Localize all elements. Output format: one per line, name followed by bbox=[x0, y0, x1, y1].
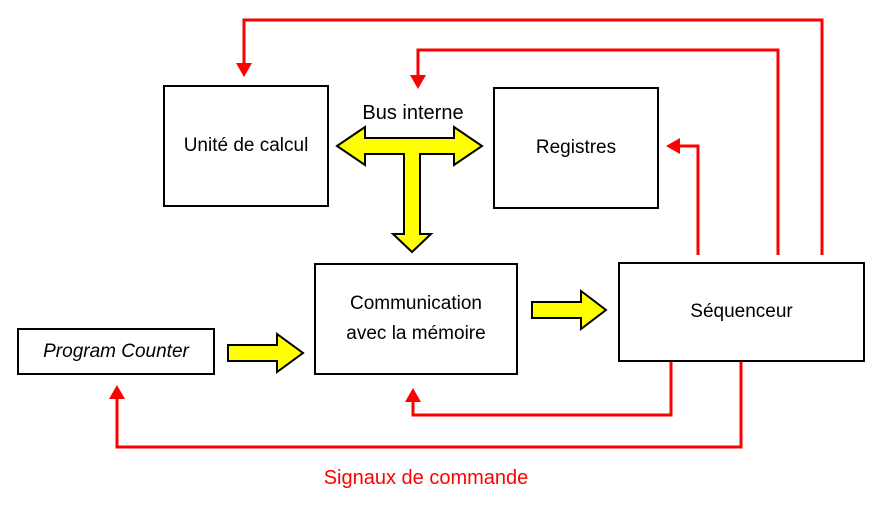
arrowhead-up-program-counter-icon bbox=[109, 385, 125, 399]
arrowhead-up-communication-icon bbox=[405, 388, 421, 402]
registres-label: Registres bbox=[535, 137, 617, 159]
program-counter-box: Program Counter bbox=[17, 328, 215, 375]
communication-box: Communication avec la mémoire bbox=[314, 263, 518, 375]
bus-arrows bbox=[227, 125, 608, 374]
unite-de-calcul-label: Unité de calcul bbox=[183, 135, 309, 157]
control-signal-arrowheads bbox=[109, 63, 680, 402]
control-line-to-bus-interne bbox=[416, 48, 780, 255]
control-line-to-registres bbox=[679, 144, 700, 255]
arrowhead-down-bus-icon bbox=[410, 75, 426, 89]
control-line-to-communication bbox=[411, 362, 673, 417]
control-signal-lines bbox=[115, 18, 824, 449]
arrowhead-down-unite-icon bbox=[236, 63, 252, 77]
arrowhead-left-registres-icon bbox=[666, 138, 680, 154]
control-line-to-unite-de-calcul bbox=[242, 18, 824, 255]
sequenceur-label: Séquenceur bbox=[690, 301, 793, 323]
program-counter-label: Program Counter bbox=[43, 340, 189, 362]
pc-to-memory-arrow bbox=[227, 332, 305, 374]
memory-to-sequencer-arrow bbox=[531, 288, 608, 332]
sequenceur-box: Séquenceur bbox=[618, 262, 865, 362]
communication-label: Communication avec la mémoire bbox=[346, 289, 485, 349]
communication-label-line2: avec la mémoire bbox=[346, 323, 486, 344]
unite-de-calcul-box: Unité de calcul bbox=[163, 85, 329, 207]
bus-interne-label: Bus interne bbox=[362, 102, 464, 124]
signaux-de-commande-label: Signaux de commande bbox=[323, 467, 529, 489]
bus-interne-t-arrow bbox=[335, 125, 484, 254]
communication-label-line1: Communication bbox=[349, 293, 482, 314]
control-line-to-program-counter bbox=[115, 362, 743, 449]
registres-box: Registres bbox=[493, 87, 659, 209]
